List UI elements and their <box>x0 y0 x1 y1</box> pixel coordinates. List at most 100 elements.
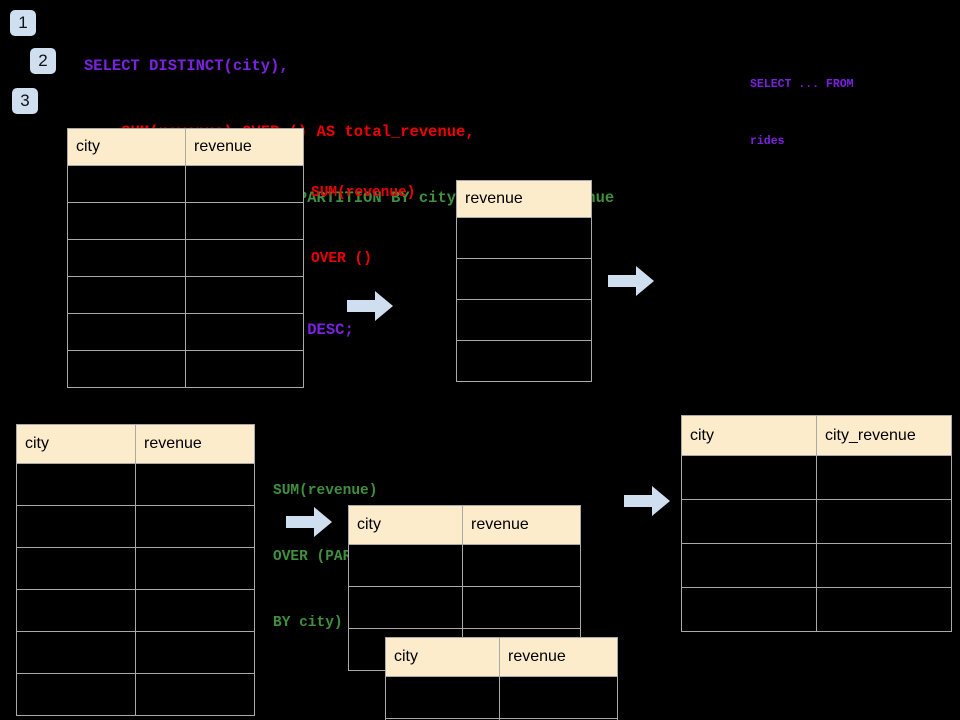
column-header-city: city <box>681 415 817 456</box>
step-badge-1: 1 <box>10 10 36 36</box>
table-row <box>67 276 304 314</box>
table-header-row: city city_revenue <box>681 415 952 456</box>
cell-revenue <box>185 350 304 388</box>
cell-city <box>348 586 463 629</box>
cell-revenue <box>135 631 255 674</box>
column-header-city-revenue: city_revenue <box>816 415 952 456</box>
cell-revenue <box>135 673 255 716</box>
table-row <box>67 239 304 277</box>
column-header-city: city <box>385 637 500 677</box>
sql-line-1: SELECT DISTINCT(city), <box>84 57 289 75</box>
column-header-revenue: revenue <box>462 505 581 545</box>
column-header-revenue: revenue <box>456 180 592 218</box>
cell-revenue <box>135 589 255 632</box>
table-row <box>456 299 592 341</box>
rides-source-table-bottom: city revenue <box>16 424 255 716</box>
cell-revenue <box>185 239 304 277</box>
cell-revenue <box>185 202 304 240</box>
table-row <box>681 499 952 544</box>
cell-city <box>67 165 186 203</box>
table-row <box>67 350 304 388</box>
cell-city <box>16 547 136 590</box>
cell-city <box>67 276 186 314</box>
cell-city <box>16 631 136 674</box>
cell-city <box>348 544 463 587</box>
cell-revenue <box>456 258 592 300</box>
table-row <box>681 587 952 632</box>
cell-city <box>681 455 817 500</box>
cell-city <box>67 202 186 240</box>
cell-revenue <box>185 313 304 351</box>
table-row <box>456 258 592 300</box>
arrow-rides-to-total-revenue <box>347 290 393 322</box>
cell-revenue <box>135 505 255 548</box>
table-row <box>385 676 618 719</box>
cell-city <box>67 350 186 388</box>
table-row <box>348 544 581 587</box>
cell-revenue <box>185 276 304 314</box>
table-header-row: city revenue <box>16 424 255 464</box>
cell-city <box>681 499 817 544</box>
step-badge-2: 2 <box>30 48 56 74</box>
cell-city <box>681 587 817 632</box>
cell-revenue <box>135 463 255 506</box>
cell-city <box>16 463 136 506</box>
partition-group-table-front: city revenue <box>385 637 618 720</box>
cell-city <box>67 239 186 277</box>
total-revenue-table: revenue <box>456 180 592 382</box>
column-header-revenue: revenue <box>185 128 304 166</box>
cell-revenue <box>462 544 581 587</box>
cell-revenue <box>456 299 592 341</box>
rides-source-table-top: city revenue <box>67 128 304 388</box>
table-row <box>681 543 952 588</box>
table-row <box>456 217 592 259</box>
arrow-rides-to-partition <box>286 506 332 538</box>
cell-revenue <box>462 586 581 629</box>
cell-revenue <box>456 217 592 259</box>
table-header-row: city revenue <box>67 128 304 166</box>
cell-revenue <box>499 718 618 720</box>
cell-city <box>16 589 136 632</box>
table-header-row: city revenue <box>385 637 618 677</box>
cell-city <box>16 673 136 716</box>
table-header-row: revenue <box>456 180 592 218</box>
column-header-city: city <box>67 128 186 166</box>
cell-city <box>67 313 186 351</box>
cell-city-revenue <box>816 499 952 544</box>
sql-sidenote-line-1: SELECT ... FROM <box>750 78 854 91</box>
annotation-city-revenue-line-1: SUM(revenue) <box>273 483 378 499</box>
cell-city-revenue <box>816 587 952 632</box>
table-row <box>681 455 952 500</box>
table-row <box>456 340 592 382</box>
table-row <box>16 631 255 674</box>
sql-sidenote: SELECT ... FROM rides <box>750 37 854 189</box>
cell-revenue <box>499 676 618 719</box>
annotation-total-revenue-line-2: OVER () <box>311 251 372 267</box>
result-table: city city_revenue <box>681 415 952 632</box>
cell-city-revenue <box>816 543 952 588</box>
step-badge-3: 3 <box>12 88 38 114</box>
table-row <box>385 718 618 720</box>
cell-city-revenue <box>816 455 952 500</box>
table-row <box>67 165 304 203</box>
annotation-total-revenue: SUM(revenue) OVER () <box>311 138 415 314</box>
table-row <box>16 547 255 590</box>
table-row <box>348 586 581 629</box>
column-header-revenue: revenue <box>499 637 618 677</box>
table-row <box>16 589 255 632</box>
arrow-partition-to-result <box>624 485 670 517</box>
cell-city <box>16 505 136 548</box>
annotation-city-revenue-line-3: BY city) <box>273 615 343 631</box>
table-row <box>16 673 255 716</box>
table-row <box>16 505 255 548</box>
cell-city <box>385 676 500 719</box>
table-row <box>67 202 304 240</box>
column-header-city: city <box>348 505 463 545</box>
column-header-revenue: revenue <box>135 424 255 464</box>
annotation-total-revenue-line-1: SUM(revenue) <box>311 185 416 201</box>
cell-revenue <box>456 340 592 382</box>
column-header-city: city <box>16 424 136 464</box>
table-row <box>67 313 304 351</box>
cell-revenue <box>135 547 255 590</box>
